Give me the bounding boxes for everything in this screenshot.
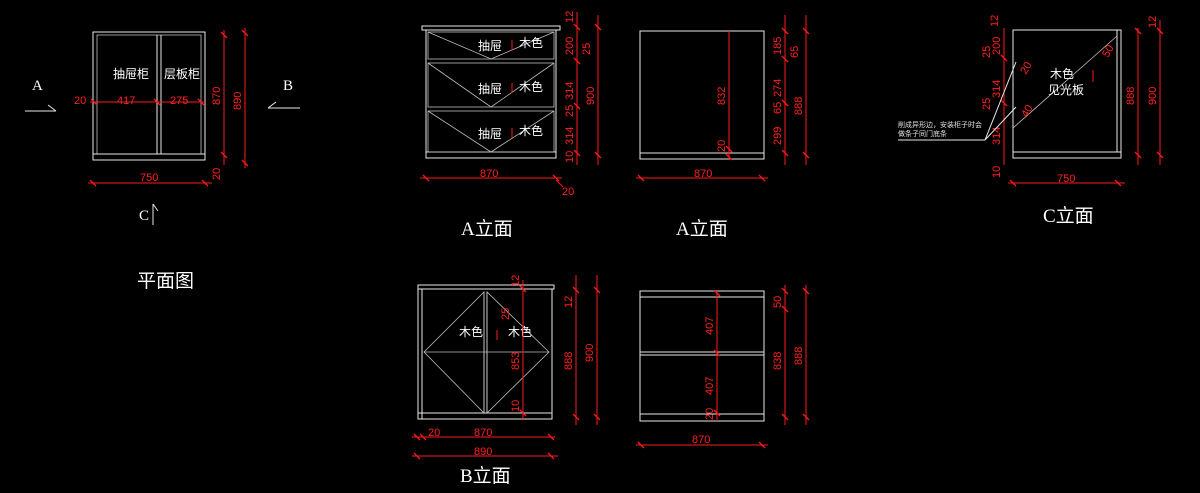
marker-a: A — [32, 78, 43, 94]
dim-900: 900 — [585, 87, 597, 105]
label-wood-1: 木色 — [519, 36, 543, 50]
title-a-elev-1: A立面 — [461, 218, 513, 240]
plan-outline — [92, 31, 206, 161]
dim-12-c: 12 — [989, 15, 1001, 27]
marker-c: C — [139, 208, 149, 224]
dim-888-b: 888 — [563, 352, 575, 370]
dim-890: 890 — [232, 92, 244, 110]
dim-299: 299 — [772, 127, 784, 145]
dim-832: 832 — [716, 87, 728, 105]
dim-20-c: 20 — [1018, 60, 1035, 77]
dim-10-b: 10 — [510, 400, 522, 412]
a-elevation-back: 832 20 185 65 274 65 299 888 870 A立面 — [636, 15, 810, 240]
label-wood-2: 木色 — [519, 80, 543, 94]
label-wood-b2: 木色 — [508, 325, 532, 339]
dim-870: 870 — [211, 87, 223, 105]
label-visible-panel: 见光板 — [1048, 83, 1084, 97]
dim-65-a: 65 — [789, 46, 801, 58]
dim-888-b2: 888 — [793, 347, 805, 365]
dim-200: 200 — [564, 37, 576, 55]
title-plan: 平面图 — [137, 271, 194, 292]
dim-25-c: 25 — [981, 46, 993, 58]
label-drawer-cabinet: 抽屉柜 — [113, 67, 149, 81]
dim-274: 274 — [772, 79, 784, 97]
dim-20-left: 20 — [74, 95, 86, 107]
title-b-elev: B立面 — [460, 465, 511, 487]
label-shelf-cabinet: 层板柜 — [164, 67, 200, 81]
dim-750: 750 — [140, 172, 158, 184]
plan-view: 抽屉柜 层板柜 20 417 275 870 20 890 750 A B C — [25, 28, 300, 292]
dim-407-a: 407 — [704, 317, 716, 335]
dim-870-a2: 870 — [694, 168, 712, 180]
dim-50: 50 — [772, 296, 784, 308]
label-drawer-3: 抽屉 — [478, 127, 502, 141]
dim-417: 417 — [117, 95, 135, 107]
dim-50-c: 50 — [1100, 43, 1117, 60]
dim-25-b: 25 — [564, 105, 576, 117]
dim-12-b2: 12 — [563, 296, 575, 308]
dim-40-c: 40 — [1019, 103, 1036, 120]
dim-20: 20 — [562, 186, 574, 198]
dim-407-b: 407 — [704, 377, 716, 395]
b-elevation-shelves: 407 407 20 50 838 888 870 — [636, 285, 810, 449]
c-elevation: 木色 见光板 12 25 200 314 25 314 10 20 40 50 … — [898, 15, 1164, 227]
note-line-1: 削成异形边，安装柜子时会 — [898, 120, 982, 129]
label-wood-c: 木色 — [1050, 67, 1074, 81]
title-c-elev: C立面 — [1043, 205, 1094, 227]
label-drawer-1: 抽屉 — [478, 39, 502, 53]
marker-b: B — [283, 78, 293, 94]
dim-314-b-c: 314 — [991, 127, 1003, 145]
title-a-elev-2: A立面 — [676, 218, 728, 240]
dim-25-a: 25 — [581, 43, 593, 55]
dim-888-c: 888 — [1125, 87, 1137, 105]
dim-20-b: 20 — [428, 427, 440, 439]
dim-275: 275 — [170, 95, 188, 107]
a-elevation-drawers: 抽屉 木色 抽屉 木色 抽屉 木色 12 200 25 314 25 314 1… — [420, 11, 602, 240]
dim-200-c: 200 — [991, 37, 1003, 55]
dim-20-right: 20 — [211, 168, 223, 180]
dim-890-b: 890 — [474, 446, 492, 458]
label-wood-3: 木色 — [519, 124, 543, 138]
dim-900-b: 900 — [584, 344, 596, 362]
dim-185: 185 — [772, 37, 784, 55]
dim-314-a-c: 314 — [991, 80, 1003, 98]
dim-838: 838 — [772, 352, 784, 370]
dim-314-a: 314 — [564, 82, 576, 100]
dim-870-b2: 870 — [692, 434, 710, 446]
dim-870: 870 — [480, 168, 498, 180]
dim-314-b: 314 — [564, 127, 576, 145]
dim-750-c: 750 — [1057, 173, 1075, 185]
dim-20-a2: 20 — [716, 140, 728, 152]
b-elevation-doors: 木色 木色 12 25 853 10 888 12 900 20 870 890… — [412, 275, 601, 487]
dim-10: 10 — [564, 151, 576, 163]
dim-65-b: 65 — [772, 102, 784, 114]
dim-20-b2: 20 — [704, 408, 716, 420]
dim-12-b: 12 — [510, 275, 522, 287]
dim-853: 853 — [510, 352, 522, 370]
dim-888: 888 — [793, 97, 805, 115]
label-wood-b1: 木色 — [459, 325, 483, 339]
dim-25-b-c: 25 — [981, 98, 993, 110]
dim-12: 12 — [564, 11, 576, 23]
dim-25-b: 25 — [500, 308, 512, 320]
label-drawer-2: 抽屉 — [478, 82, 502, 96]
dim-12-c2: 12 — [1147, 16, 1159, 28]
note-line-2: 做条子同门底条 — [898, 129, 947, 138]
dim-10-c: 10 — [991, 166, 1003, 178]
dim-900-c: 900 — [1147, 87, 1159, 105]
dim-870-b: 870 — [474, 427, 492, 439]
